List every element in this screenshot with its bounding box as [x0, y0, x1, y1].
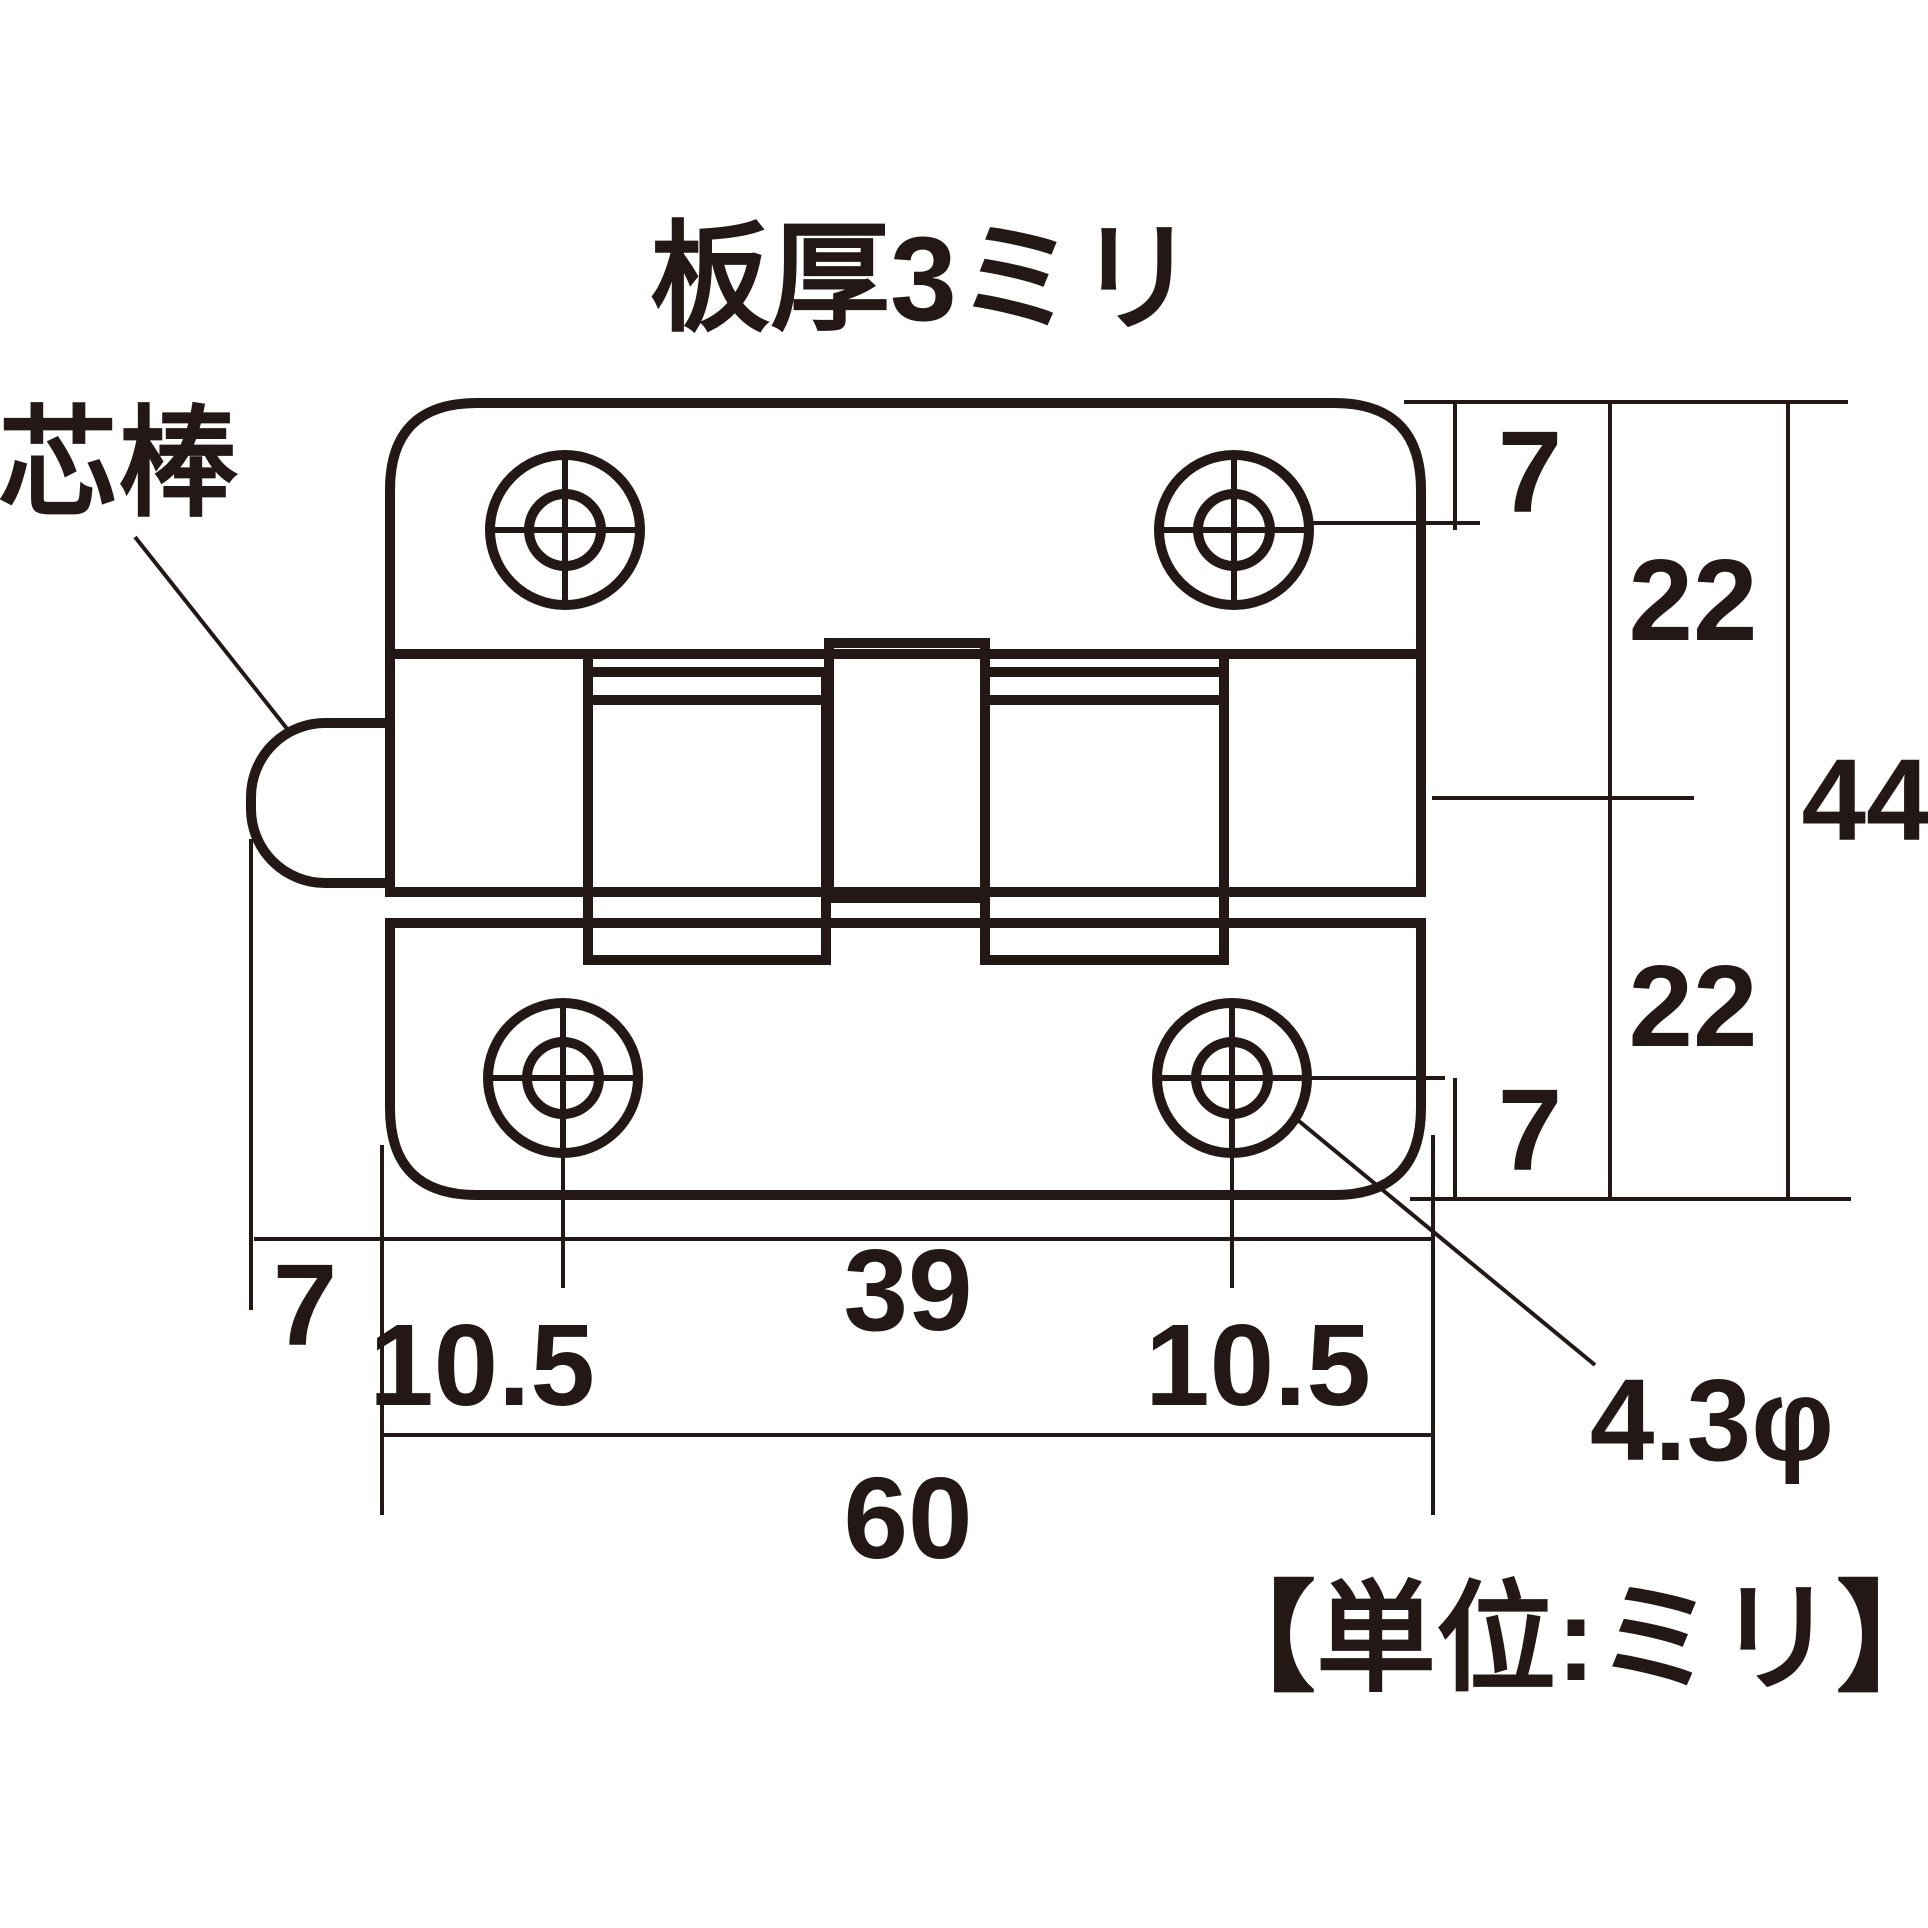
knuckle-center	[824, 638, 990, 892]
screw-hole-bottom-right	[1152, 998, 1312, 1158]
screw-hole-top-left	[485, 450, 645, 610]
top-knuckle-strip	[385, 649, 1426, 897]
screw-hole-top-right	[1154, 450, 1314, 610]
dim-edge-to-hole-right: 10.5	[1145, 1300, 1371, 1430]
pin-label: 芯棒	[0, 397, 239, 531]
dim-hole-diameter: 4.3φ	[1590, 1355, 1834, 1485]
dim-pin-offset: 7	[273, 1240, 338, 1370]
dim-edge-to-hole-top: 7	[1498, 407, 1563, 537]
dim-hole-pitch: 39	[843, 1225, 972, 1355]
knuckle-right	[980, 654, 1229, 965]
hinge-pin	[246, 718, 390, 888]
dimension-lines	[133, 400, 1851, 1515]
screw-hole-bottom-left	[483, 998, 643, 1158]
dim-lower-half: 22	[1628, 941, 1757, 1071]
top-leaf-outline	[385, 398, 1426, 659]
dim-height-total: 44	[1801, 735, 1928, 865]
bottom-leaf-outline	[385, 918, 1426, 1200]
dim-upper-half: 22	[1628, 535, 1757, 665]
title-plate-thickness: 板厚3ミリ	[650, 212, 1197, 346]
unit-note: 【単位:ミリ】	[1196, 1572, 1928, 1706]
dim-edge-to-hole-left: 10.5	[369, 1300, 595, 1430]
dim-width-total: 60	[843, 1453, 972, 1583]
knuckle-left	[583, 654, 831, 965]
dim-edge-to-hole-bottom: 7	[1498, 1065, 1563, 1195]
